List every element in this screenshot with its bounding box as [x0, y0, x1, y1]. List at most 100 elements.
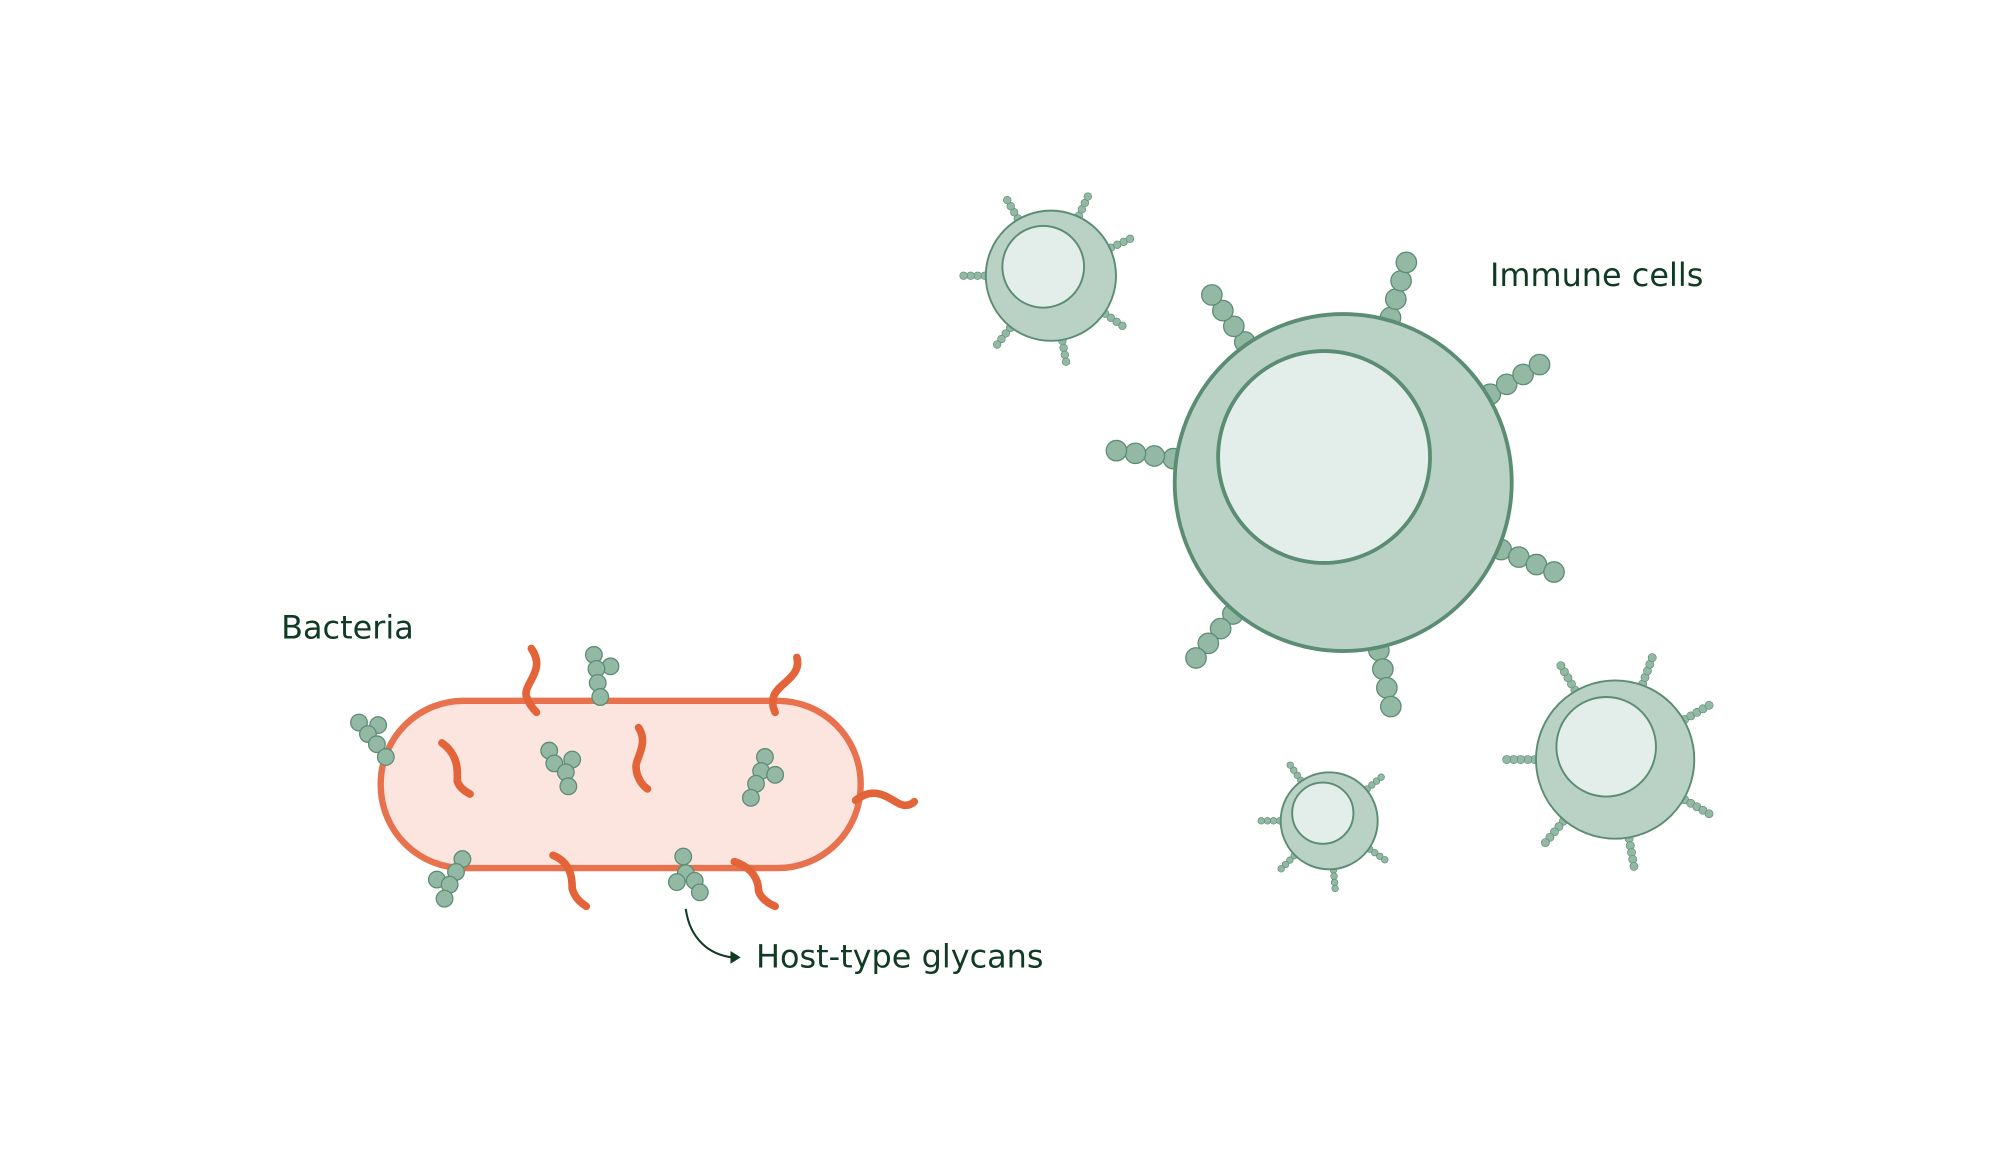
glycan-bead	[674, 847, 693, 866]
glycan-bead	[1629, 861, 1639, 871]
glycan-bead	[1281, 860, 1290, 869]
glycan-bead	[766, 765, 785, 784]
glycan-bead	[1006, 202, 1015, 211]
cell-nucleus	[1001, 224, 1086, 309]
immune-cell	[1502, 653, 1714, 871]
glycan-bead	[1118, 321, 1127, 330]
glycan-bead	[1390, 269, 1412, 292]
glycan-cluster	[427, 850, 472, 908]
glycan-bead	[1059, 343, 1068, 353]
glycan-bead	[1286, 761, 1294, 769]
glycan-bead	[1293, 771, 1301, 779]
glycan-chain	[1185, 603, 1244, 669]
glycan-bead	[690, 883, 709, 902]
glycan-bead	[1330, 878, 1339, 886]
immune-cell	[1105, 251, 1565, 718]
glycan-chain	[1058, 336, 1071, 366]
glycan-bead	[1269, 817, 1278, 825]
glycan-chain	[1680, 700, 1714, 724]
flagellum	[438, 739, 474, 798]
arrow-head	[730, 951, 741, 964]
cell-nucleus	[1291, 781, 1355, 845]
glycan-bead	[1372, 658, 1394, 680]
glycan-cluster	[667, 847, 709, 902]
glycan-bead	[1209, 617, 1232, 640]
glycan-chain	[1201, 284, 1256, 353]
glycan-bead	[1331, 884, 1339, 893]
glycan-bead	[741, 788, 760, 807]
glycan-bead	[1377, 773, 1385, 781]
glycan-cluster	[540, 741, 582, 796]
glycan-bead	[1384, 288, 1407, 311]
glycan-bead	[1528, 353, 1551, 376]
glycan-chain	[1363, 773, 1385, 793]
glycan-bead	[1263, 817, 1272, 825]
glycan-chain	[1105, 439, 1185, 470]
glycan-chain	[1638, 653, 1657, 689]
glycan-bead	[1143, 445, 1166, 467]
immune-cell	[959, 192, 1135, 366]
glycan-bead	[1257, 817, 1265, 825]
glycan-bead	[1512, 363, 1534, 386]
glycan-chain	[1490, 538, 1565, 583]
glycan-bead	[1286, 856, 1294, 864]
flagella-group	[438, 644, 919, 911]
glycan-pointer-arrow	[684, 908, 734, 959]
glycan-bead	[1061, 357, 1071, 366]
glycan-bead	[559, 777, 578, 796]
glycan-chain	[1680, 795, 1714, 819]
glycan-bead	[992, 340, 1002, 349]
bacterium	[350, 644, 919, 911]
glycan-bead	[1395, 251, 1418, 274]
glycan-bead	[1376, 852, 1384, 860]
bacterial-glycans-group	[350, 645, 785, 908]
glycan-bead	[1124, 442, 1147, 465]
glycan-bead	[1222, 315, 1245, 338]
glycan-bead	[1125, 234, 1135, 243]
glycan-bead	[966, 271, 975, 280]
glycan-chain	[1286, 761, 1305, 784]
glycan-bead	[1704, 809, 1714, 819]
glycan-chain	[959, 271, 989, 280]
cell-glycans	[1502, 653, 1714, 871]
glycan-bead	[973, 271, 982, 280]
glycan-bead	[1371, 849, 1379, 857]
cell-nucleus	[1216, 349, 1432, 565]
glycan-bead	[667, 873, 686, 892]
glycan-bead	[959, 271, 968, 280]
glycan-chain	[1541, 816, 1568, 848]
glycan-bead	[367, 735, 386, 754]
flagellum	[549, 851, 591, 911]
flagellum	[632, 723, 652, 793]
immune-cells-group	[959, 192, 1714, 893]
glycan-cluster	[741, 748, 785, 807]
flagellum	[730, 857, 779, 911]
glycan-chain	[1556, 661, 1580, 695]
glycan-bead	[1330, 872, 1338, 880]
glycan-bead	[1647, 653, 1657, 663]
glycan-bead	[1381, 856, 1389, 864]
glycan-bead	[1060, 350, 1069, 359]
glycan-bead	[435, 889, 454, 908]
glycan-bead	[1001, 329, 1010, 338]
glycan-bead	[1201, 284, 1223, 306]
glycan-bead	[1379, 695, 1402, 718]
glycan-chain	[1502, 755, 1540, 764]
bacterium-body	[377, 697, 864, 872]
glycan-cluster	[584, 645, 620, 706]
glycan-bead	[1290, 766, 1298, 774]
glycan-bead	[1556, 661, 1566, 671]
cell-glycans	[1257, 761, 1389, 893]
glycans-label: Host-type glycans	[756, 938, 1044, 976]
cell-nucleus	[1555, 696, 1657, 798]
flagellum	[851, 789, 919, 810]
glycan-bead	[1003, 195, 1012, 205]
glycan-chain	[1329, 866, 1339, 893]
glycan-bead	[1185, 647, 1207, 669]
glycan-bead	[591, 688, 610, 706]
glycan-bead	[1197, 632, 1220, 655]
glycan-bead	[1083, 192, 1092, 201]
glycan-bead	[1112, 317, 1121, 326]
glycan-bead	[1376, 676, 1398, 699]
